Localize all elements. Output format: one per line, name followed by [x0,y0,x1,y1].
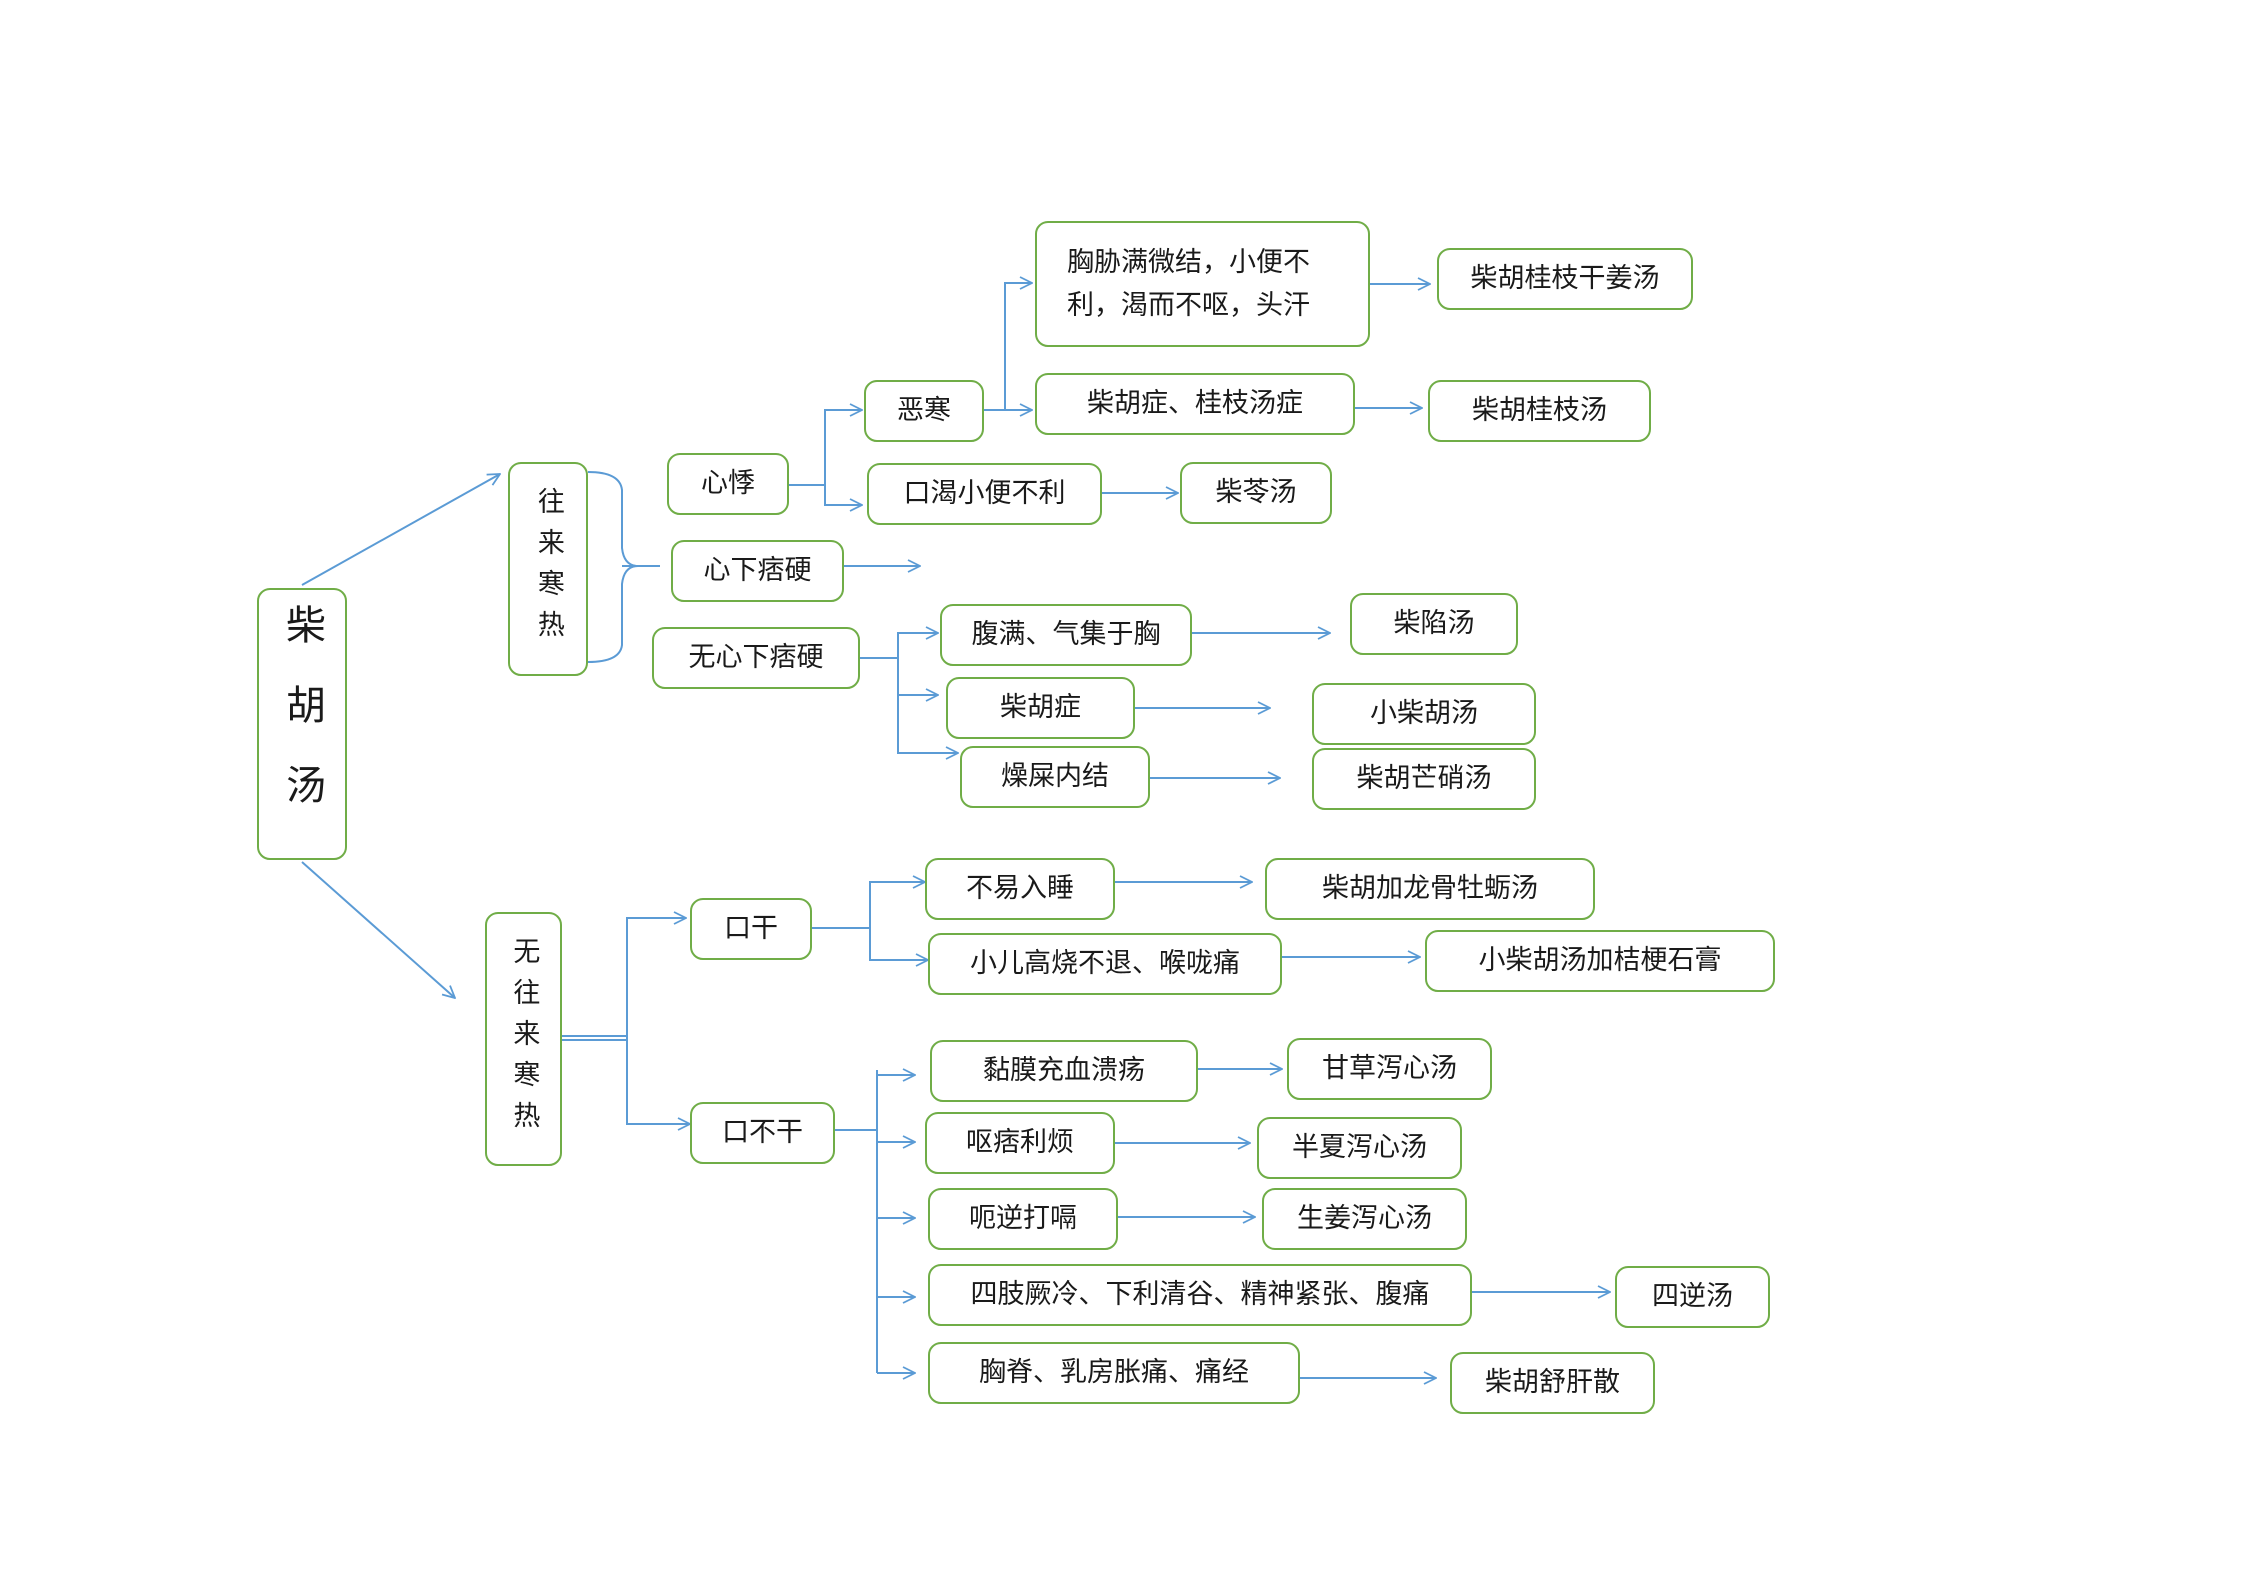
node-banxia: 半夏泻心汤 [1257,1117,1462,1179]
node-eni: 呃逆打嗝 [928,1188,1118,1250]
branch-wanglai-hanre: 往来寒热 [508,462,588,676]
node-xiongxie: 胸胁满微结，小便不利，渴而不呕，头汗 [1035,221,1370,347]
node-nianmo: 黏膜充血溃疡 [930,1040,1198,1102]
root-node: 柴胡汤 [257,588,347,860]
node-koubugan: 口不干 [690,1102,835,1164]
arrow-xinji-to-kouke [824,485,862,505]
node-shugan: 柴胡舒肝散 [1450,1352,1655,1414]
node-fuman: 腹满、气集于胸 [940,604,1192,666]
node-chaixian: 柴陷汤 [1350,593,1518,655]
arrow-to-buyirushui [812,882,925,929]
node-xinxiapiying: 心下痞硬 [671,540,844,602]
arrow-to-koubugan [626,1040,690,1124]
node-zaoshi: 燥屎内结 [960,746,1150,808]
node-jiejiegeng: 小柴胡汤加桔梗石膏 [1425,930,1775,992]
arrow-to-chaihuzheng [897,658,938,695]
node-xiongji: 胸脊、乳房胀痛、痛经 [928,1342,1300,1404]
arrow-to-zaoshi [897,695,958,753]
node-shengjiang: 生姜泻心汤 [1262,1188,1467,1250]
node-chaihumangxiao: 柴胡芒硝汤 [1312,748,1536,810]
arrow-root-to-wuwanglai [301,861,455,998]
arrow-to-kougan [562,918,686,1041]
node-chaihuguizhi: 柴胡桂枝汤 [1428,380,1651,442]
node-wuxinxiapiying: 无心下痞硬 [652,627,860,689]
arrow-wuhan-to-xiongxie [984,283,1032,411]
node-kougan: 口干 [690,898,812,960]
node-chaihuguizhiganjiang: 柴胡桂枝干姜汤 [1437,248,1693,310]
arrow-xinji-to-wuhan [789,410,862,486]
node-longgumuli: 柴胡加龙骨牡蛎汤 [1265,858,1595,920]
node-oupi: 呕痞利烦 [925,1112,1115,1174]
node-xiaoer: 小儿高烧不退、喉咙痛 [928,933,1282,995]
branch-wu-wanglai-hanre: 无往来寒热 [485,912,562,1166]
node-wuhan: 恶寒 [864,380,984,442]
node-sini: 四逆汤 [1615,1266,1770,1328]
arrow-root-to-wanglai [301,474,500,586]
node-chaihuzheng: 柴胡症 [946,677,1135,739]
arrow-to-xiaoer [869,928,928,960]
node-buyirushui: 不易入睡 [925,858,1115,920]
arrow-to-fuman [860,633,938,659]
node-chaihuzheng-guizhi: 柴胡症、桂枝汤症 [1035,373,1355,435]
node-chailing: 柴苓汤 [1180,462,1332,524]
node-kouke: 口渴小便不利 [867,463,1102,525]
node-xiaochaihu: 小柴胡汤 [1312,683,1536,745]
node-gancao: 甘草泻心汤 [1287,1038,1492,1100]
node-xinji: 心悸 [667,453,789,515]
node-sizhi: 四肢厥冷、下利清谷、精神紧张、腹痛 [928,1264,1472,1326]
